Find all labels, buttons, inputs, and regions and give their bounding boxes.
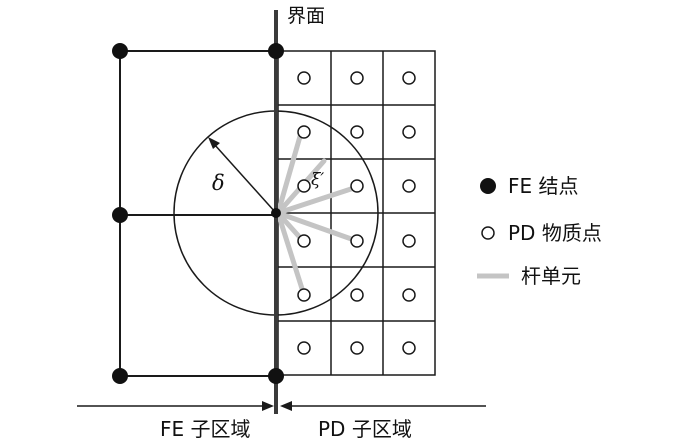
fe-node [268, 368, 284, 384]
region-divider [77, 401, 486, 411]
bond-line [275, 184, 360, 216]
pd-point [350, 288, 364, 302]
fe-node-legend-icon [480, 178, 496, 194]
pd-point [350, 71, 364, 85]
pd-point [297, 288, 311, 302]
pd-point [297, 125, 311, 139]
pd-region-label: PD 子区域 [318, 417, 412, 439]
legend-fe-node-label: FE 结点 [508, 174, 579, 198]
bond-elements [275, 130, 360, 298]
pd-region-arrowhead [280, 401, 292, 411]
pd-point [350, 234, 364, 248]
fe-node [112, 207, 128, 223]
fe-region-arrowhead [262, 401, 274, 411]
bond-line [275, 210, 307, 298]
legend-bond-label: 杆单元 [521, 264, 581, 288]
pd-point [350, 125, 364, 139]
pd-points [297, 71, 416, 355]
bond-line [275, 210, 360, 244]
pd-point [350, 341, 364, 355]
fe-region-label: FE 子区域 [160, 417, 251, 439]
pd-point [297, 234, 311, 248]
pd-point [297, 341, 311, 355]
pd-point [402, 71, 416, 85]
pd-point [297, 71, 311, 85]
fe-node [112, 43, 128, 59]
pd-point [402, 125, 416, 139]
interface-label: 界面 [287, 5, 325, 27]
horizon-radius-arrow [208, 137, 277, 214]
fe-nodes [112, 43, 284, 384]
pd-point [402, 341, 416, 355]
bond-line [275, 130, 304, 216]
fe-mesh [119, 50, 278, 377]
legend-pd-point-label: PD 物质点 [508, 221, 602, 245]
pd-point [402, 179, 416, 193]
pd-point [297, 179, 311, 193]
fe-node [271, 208, 281, 218]
pd-point [402, 288, 416, 302]
legend: FE 结点 PD 物质点 杆单元 [477, 174, 602, 288]
fe-node [112, 368, 128, 384]
fe-node [268, 43, 284, 59]
pd-point [402, 234, 416, 248]
horizon-label: δ [212, 171, 225, 195]
pd-grid [277, 50, 436, 376]
pd-point [350, 179, 364, 193]
pd-point-legend-icon [481, 226, 495, 240]
bond-vector-label: ξ′ [311, 170, 324, 190]
